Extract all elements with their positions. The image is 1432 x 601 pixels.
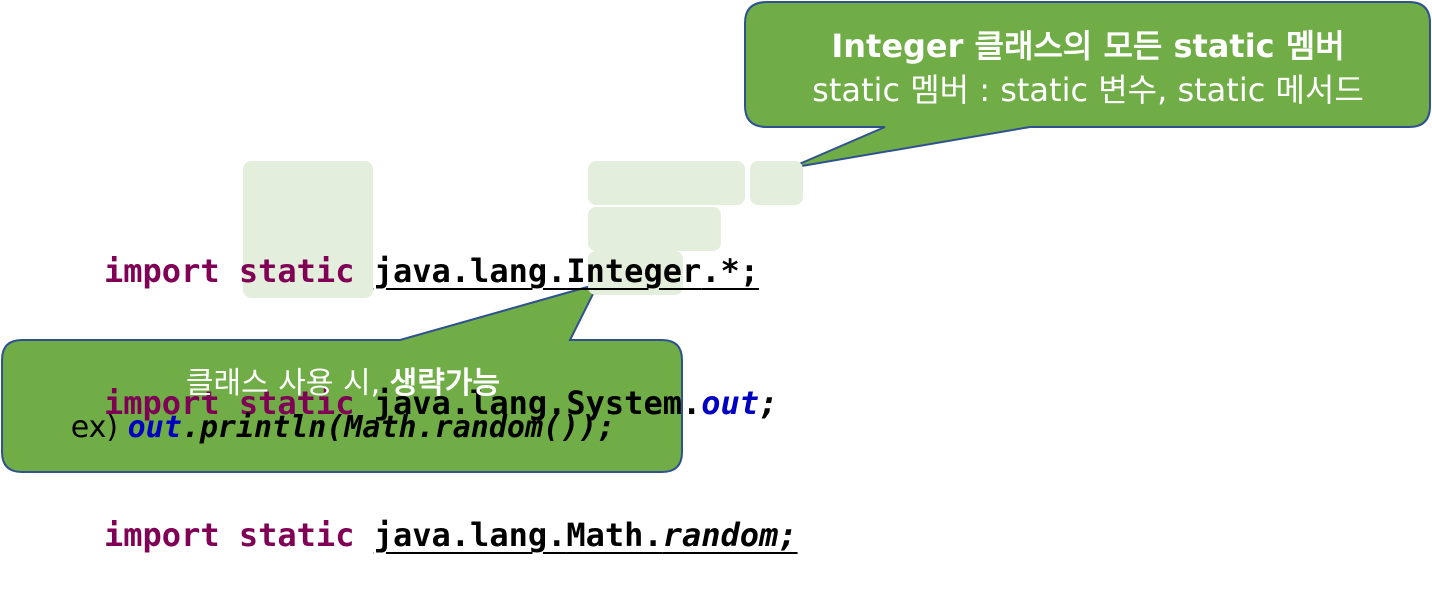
class-name: Integer [566,252,702,290]
package-name: java.lang. [373,384,567,422]
callout-bottom-prefix: 클래스 사용 시, [185,366,390,401]
callout-bottom-line1: 클래스 사용 시, 생략가능 [2,362,684,406]
import-keyword: import [104,516,220,554]
import-keyword: import [104,252,220,290]
code-line: import static java.lang.System.out; [104,381,798,425]
callout-bottom-emphasis: 생략가능 [389,366,501,401]
class-name: Math [566,516,644,554]
class-name: System [566,384,682,422]
code-line: import static java.lang.Integer.*; [104,249,798,293]
package-name: java.lang. [373,516,567,554]
highlight-static-column [243,161,373,298]
callout-shapes [1,0,1431,473]
dot: . [643,516,663,554]
static-keyword: static [238,516,355,554]
callout-bottom-shape [1,282,683,473]
callout-top-subtitle: static 멤버 : static 변수, static 메서드 [812,71,1364,109]
static-keyword: static [238,384,355,422]
example-label: ex) [70,410,128,445]
highlight-math [588,251,683,295]
statement-end: ; [759,384,779,422]
import-path: java.lang.System.out; [374,384,779,422]
import-path: java.lang.Integer.*; [374,252,759,290]
example-code: .println(Math.random()); [181,410,616,445]
highlight-integer [588,161,745,205]
example-field: out [127,410,182,445]
callout-bottom-example: ex) out.println(Math.random()); [2,406,684,450]
highlight-system [588,207,721,251]
callout-top-title: Integer 클래스의 모든 static 멤버 [831,27,1345,65]
callout-top-shape [744,0,1431,169]
member-name: out [701,384,760,422]
highlight-wildcard [750,161,803,205]
member-name: .*; [701,252,760,290]
code-line: import static java.lang.Math.random; [104,513,798,557]
static-keyword: static [238,252,355,290]
dot: . [681,384,702,422]
callout-top-text: Integer 클래스의 모든 static 멤버 static 멤버 : st… [745,24,1431,112]
member-name: random; [662,516,798,554]
import-keyword: import [104,384,220,422]
import-path: java.lang.Math.random; [374,516,798,554]
package-name: java.lang. [373,252,567,290]
callout-bottom-text: 클래스 사용 시, 생략가능 ex) out.println(Math.rand… [2,362,684,450]
